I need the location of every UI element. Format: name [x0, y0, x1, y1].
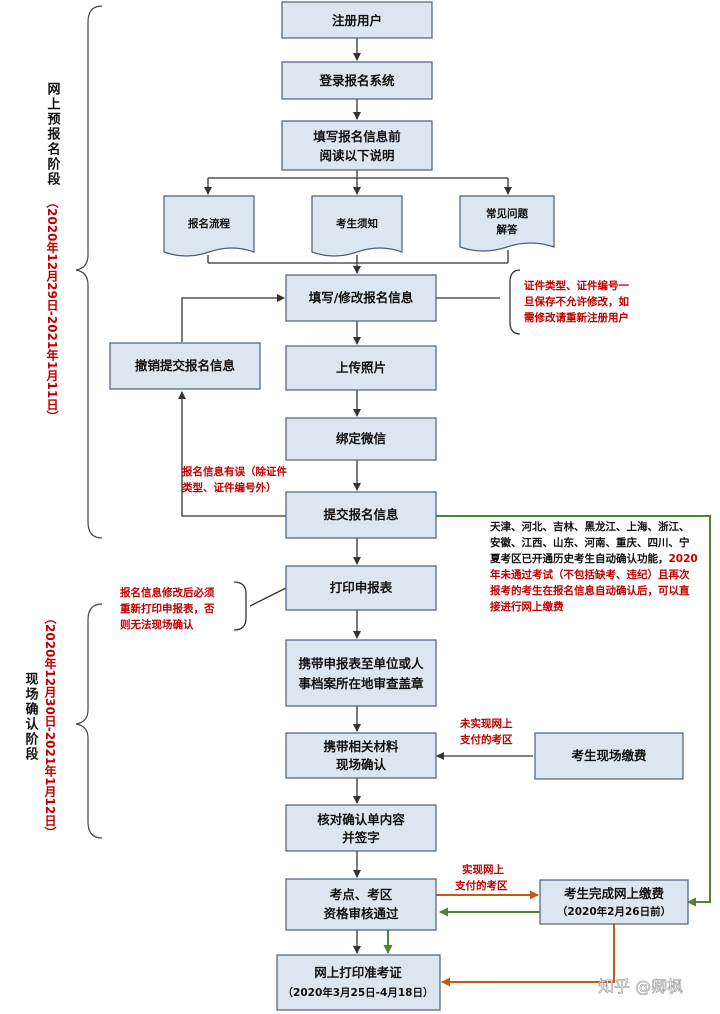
- note-has-online-line2: 支付的考区: [454, 879, 508, 892]
- node-print-ticket-line2: （2020年3月25日-4月18日）: [283, 986, 434, 999]
- node-stamp-review-line1: 携带申报表至单位或人: [298, 656, 424, 671]
- node-upload-photo: 上传照片: [285, 345, 437, 391]
- arrow-submit-onlinepay: [436, 515, 711, 907]
- node-print-form: 打印申报表: [285, 565, 437, 611]
- node-fill-modify: 填写/修改报名信息: [285, 274, 437, 322]
- note-reprint-line1: 报名信息修改后必须: [120, 586, 215, 599]
- node-online-pay-line2: （2020年2月26日前）: [557, 905, 671, 918]
- node-submit-info-label: 提交报名信息: [323, 507, 399, 522]
- watermark: 知乎 @卿枫: [598, 977, 683, 996]
- node-onsite-confirm: 携带相关材料 现场确认: [285, 732, 437, 779]
- note-no-online-line1: 未实现网上: [459, 717, 513, 730]
- note-reprint: 报名信息修改后必须 重新打印申报表，否 则无法现场确认: [120, 586, 215, 631]
- node-bind-wechat: 绑定微信: [285, 417, 437, 461]
- doc-registration-process: 报名流程: [163, 195, 255, 257]
- node-read-before-line2: 阅读以下说明: [319, 148, 394, 163]
- node-stamp-review-line2: 事档案所在地审查盖章: [298, 676, 424, 691]
- stage-online-title: 网上预报名阶段: [45, 82, 61, 187]
- arrow-submit-cancel: [178, 391, 286, 517]
- node-verify-sign-line1: 核对确认单内容: [317, 812, 405, 827]
- node-onsite-pay: 考生现场缴费: [534, 732, 684, 780]
- note-reprint-line2: 重新打印申报表，否: [120, 602, 215, 615]
- stage-online-dates: （2020年12月29日-2021年1月11日）: [45, 196, 59, 422]
- node-print-ticket: 网上打印准考证 （2020年3月25日-4月18日）: [276, 954, 441, 1011]
- node-print-ticket-line1: 网上打印准考证: [314, 965, 402, 980]
- node-online-pay-line1: 考生完成网上缴费: [564, 886, 665, 901]
- node-register-user: 注册用户: [281, 1, 433, 39]
- node-verify-sign: 核对确认单内容 并签字: [285, 804, 437, 852]
- note-reprint-line3: 则无法现场确认: [120, 618, 194, 631]
- node-verify-sign-line2: 并签字: [342, 830, 380, 845]
- node-register-user-label: 注册用户: [332, 13, 382, 28]
- stage-online: 网上预报名阶段 （2020年12月29日-2021年1月11日）: [45, 5, 103, 539]
- reprint-bracket: [233, 581, 247, 631]
- doc-faq-line1: 常见问题: [486, 207, 528, 220]
- main-arrows: [178, 38, 533, 954]
- note-regions-line5: 报考的考生在报名信息自动确认后，可以直: [490, 584, 690, 597]
- note-regions-line3: 夏考区已开通历史考生自动确认功能，2020: [489, 552, 698, 565]
- stage-onsite-dates: （2020年12月30日-2021年1月12日）: [43, 612, 57, 838]
- node-site-approval-line2: 资格审核通过: [323, 906, 399, 921]
- note-regions-line1: 天津、河北、吉林、黑龙江、上海、浙江、: [490, 520, 690, 533]
- cert-note-bracket: [509, 269, 521, 335]
- doc-candidate-notice: 考生须知: [311, 195, 403, 257]
- node-print-form-label: 打印申报表: [330, 580, 393, 595]
- node-login-system-label: 登录报名系统: [318, 73, 395, 88]
- note-has-online-line1: 实现网上: [462, 863, 504, 876]
- note-no-online-pay: 未实现网上 支付的考区: [459, 717, 513, 746]
- node-read-before-line1: 填写报名信息前: [313, 129, 401, 144]
- note-certificate-line2: 旦保存不允许修改，如: [524, 295, 629, 308]
- note-info-error: 报名信息有误（除证件 类型、证件编号外）: [182, 465, 287, 494]
- node-stamp-review: 携带申报表至单位或人 事档案所在地审查盖章: [285, 639, 437, 707]
- note-regions-line4: 年未通过考试（不包括缺考、违纪）且再次: [490, 568, 690, 581]
- node-submit-info: 提交报名信息: [285, 491, 437, 539]
- note-certificate-line1: 证件类型、证件编号一: [524, 279, 629, 292]
- node-fill-modify-label: 填写/修改报名信息: [309, 290, 414, 305]
- note-regions-line2: 安徽、江西、山东、河南、重庆、四川、宁: [490, 536, 690, 549]
- node-cancel-submit: 撤销提交报名信息: [109, 342, 261, 390]
- doc-faq: 常见问题 解答: [459, 195, 555, 252]
- note-has-online-pay: 实现网上 支付的考区: [454, 863, 508, 892]
- note-regions-line6: 接进行网上缴费: [490, 600, 564, 613]
- arrow-cancel-fill: [181, 294, 285, 342]
- note-info-error-line2: 类型、证件编号外）: [182, 481, 277, 494]
- node-onsite-pay-label: 考生现场缴费: [571, 748, 647, 763]
- note-certificate: 证件类型、证件编号一 旦保存不允许修改，如 需修改请重新注册用户: [524, 279, 629, 324]
- arrow-onlinepay-ticket: [441, 924, 615, 987]
- node-onsite-confirm-line2: 现场确认: [336, 757, 387, 772]
- node-site-approval-line1: 考点、考区: [330, 887, 393, 902]
- stage-onsite: 现场确认阶段 （2020年12月30日-2021年1月12日）: [23, 603, 103, 839]
- node-upload-photo-label: 上传照片: [336, 360, 386, 375]
- note-certificate-line3: 需修改请重新注册用户: [524, 311, 629, 324]
- note-info-error-line1: 报名信息有误（除证件: [182, 465, 287, 478]
- node-online-pay: 考生完成网上缴费 （2020年2月26日前）: [539, 879, 689, 925]
- node-read-before: 填写报名信息前 阅读以下说明: [281, 120, 433, 171]
- note-no-online-line2: 支付的考区: [459, 733, 513, 746]
- node-login-system: 登录报名系统: [281, 61, 433, 100]
- stage-onsite-title: 现场确认阶段: [23, 672, 39, 762]
- node-onsite-confirm-line1: 携带相关材料: [323, 739, 399, 754]
- reprint-connector: [249, 587, 287, 607]
- doc-registration-process-label: 报名流程: [188, 217, 230, 230]
- node-cancel-submit-label: 撤销提交报名信息: [135, 358, 236, 373]
- node-bind-wechat-label: 绑定微信: [336, 431, 387, 446]
- doc-candidate-notice-label: 考生须知: [336, 217, 378, 230]
- note-auto-confirm-regions: 天津、河北、吉林、黑龙江、上海、浙江、 安徽、江西、山东、河南、重庆、四川、宁 …: [489, 520, 698, 613]
- node-site-approval: 考点、考区 资格审核通过: [285, 878, 437, 931]
- doc-faq-line2: 解答: [496, 223, 518, 236]
- stage-onsite-brace: [75, 603, 103, 839]
- stage-online-brace: [75, 5, 103, 539]
